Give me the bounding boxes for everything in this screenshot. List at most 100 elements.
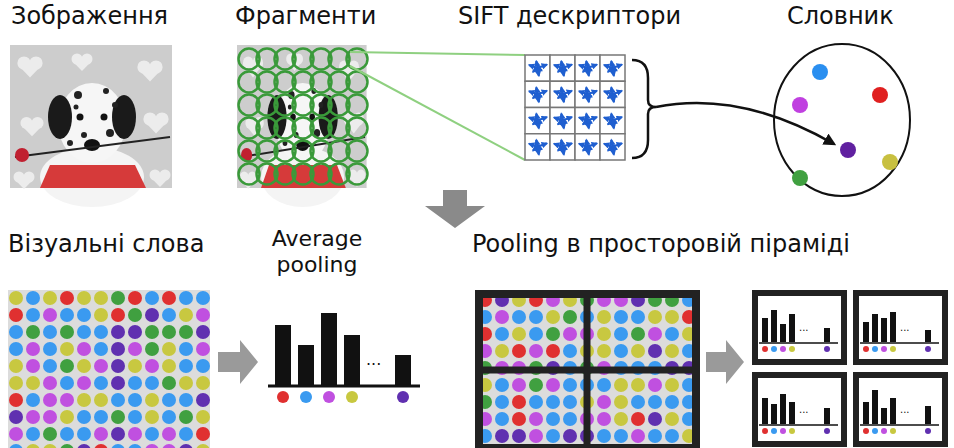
word-dot — [162, 427, 176, 441]
histogram-bar — [789, 314, 795, 342]
word-dot — [94, 291, 108, 305]
word-dot — [495, 327, 509, 341]
word-dot — [77, 444, 91, 448]
word-dot — [597, 344, 611, 358]
dog-spot — [288, 105, 292, 110]
photo — [10, 45, 172, 207]
word-dot — [665, 378, 679, 392]
histogram-bar — [780, 394, 786, 424]
word-dot — [495, 378, 509, 392]
dog-eye — [77, 114, 84, 121]
bin-dot — [925, 346, 931, 352]
dog-spot — [112, 102, 118, 108]
word-dot — [529, 378, 543, 392]
word-dot — [648, 429, 662, 443]
bin-dot — [780, 428, 786, 434]
word-dot — [614, 429, 628, 443]
sift-cell — [550, 81, 575, 107]
word-dot — [145, 325, 159, 339]
gradient-arrow — [554, 65, 562, 68]
word-dot — [495, 395, 509, 409]
arrow-to-dictionary — [656, 103, 834, 144]
word-dot — [614, 310, 628, 324]
word-dot — [179, 325, 193, 339]
sift-cell — [550, 55, 575, 81]
word-dot — [43, 427, 57, 441]
ellipsis: ... — [900, 404, 910, 416]
sift-grid — [525, 55, 625, 160]
gradient-arrow — [613, 143, 622, 146]
gradient-arrow — [563, 117, 572, 120]
gradient-arrow — [579, 91, 587, 94]
gradient-arrow — [613, 94, 617, 97]
word-dot — [162, 393, 176, 407]
sift-cell — [600, 134, 625, 160]
region-histogram — [755, 293, 844, 362]
histogram-bar — [771, 310, 777, 342]
sift-cell — [575, 108, 600, 134]
photo-ground — [8, 290, 210, 448]
word-dot — [665, 327, 679, 341]
word-dot — [162, 291, 176, 305]
gradient-arrow — [613, 117, 622, 120]
leader-line — [350, 66, 525, 160]
sift-cell — [600, 81, 625, 107]
word-dot — [495, 412, 509, 426]
word-dot — [128, 359, 142, 373]
histogram-bar — [275, 325, 291, 385]
histogram-bar — [890, 398, 896, 424]
word-dot — [94, 325, 108, 339]
word-dot — [196, 325, 210, 339]
word-dot — [128, 291, 142, 305]
gradient-arrow — [588, 68, 592, 71]
word-dot — [94, 308, 108, 322]
gradient-arrow — [563, 121, 567, 124]
pyramid-divider — [479, 367, 696, 374]
word-dot — [43, 393, 57, 407]
word-dot — [111, 376, 125, 390]
word-dot — [495, 310, 509, 324]
dog-spot — [81, 132, 87, 138]
word-dot — [128, 410, 142, 424]
region-frame — [856, 375, 945, 444]
word-dot — [145, 427, 159, 441]
word-dot — [529, 344, 543, 358]
heart — [14, 179, 34, 190]
word-dot — [43, 291, 57, 305]
gradient-arrow — [588, 117, 597, 120]
codeword-dot — [840, 142, 856, 158]
patch-circle — [347, 164, 368, 185]
word-dot — [648, 395, 662, 409]
gradient-arrow — [613, 65, 622, 68]
bin-dot — [881, 346, 887, 352]
word-dot — [179, 308, 193, 322]
word-dot — [94, 393, 108, 407]
histogram-bar — [762, 318, 768, 342]
word-dot — [26, 359, 40, 373]
word-dot — [563, 412, 577, 426]
word-dot — [145, 342, 159, 356]
word-dot — [77, 410, 91, 424]
word-dot — [162, 410, 176, 424]
bin-dot — [890, 346, 896, 352]
word-dot — [631, 344, 645, 358]
word-dot — [128, 325, 142, 339]
ellipsis: ... — [366, 350, 381, 369]
ellipsis: ... — [799, 322, 809, 334]
word-dot — [631, 327, 645, 341]
gradient-arrow — [613, 147, 617, 150]
gradient-arrow — [529, 144, 537, 147]
gradient-arrow — [588, 65, 597, 68]
region-histogram — [755, 375, 844, 444]
word-dot — [128, 376, 142, 390]
region-frame — [755, 375, 844, 444]
sift-cell — [525, 134, 550, 160]
gradient-arrow — [563, 147, 567, 150]
word-dot — [26, 427, 40, 441]
word-dot — [196, 308, 210, 322]
word-dot — [111, 359, 125, 373]
word-dot — [162, 444, 176, 448]
word-dot — [529, 310, 543, 324]
gradient-arrow — [588, 143, 597, 146]
word-dot — [631, 429, 645, 443]
